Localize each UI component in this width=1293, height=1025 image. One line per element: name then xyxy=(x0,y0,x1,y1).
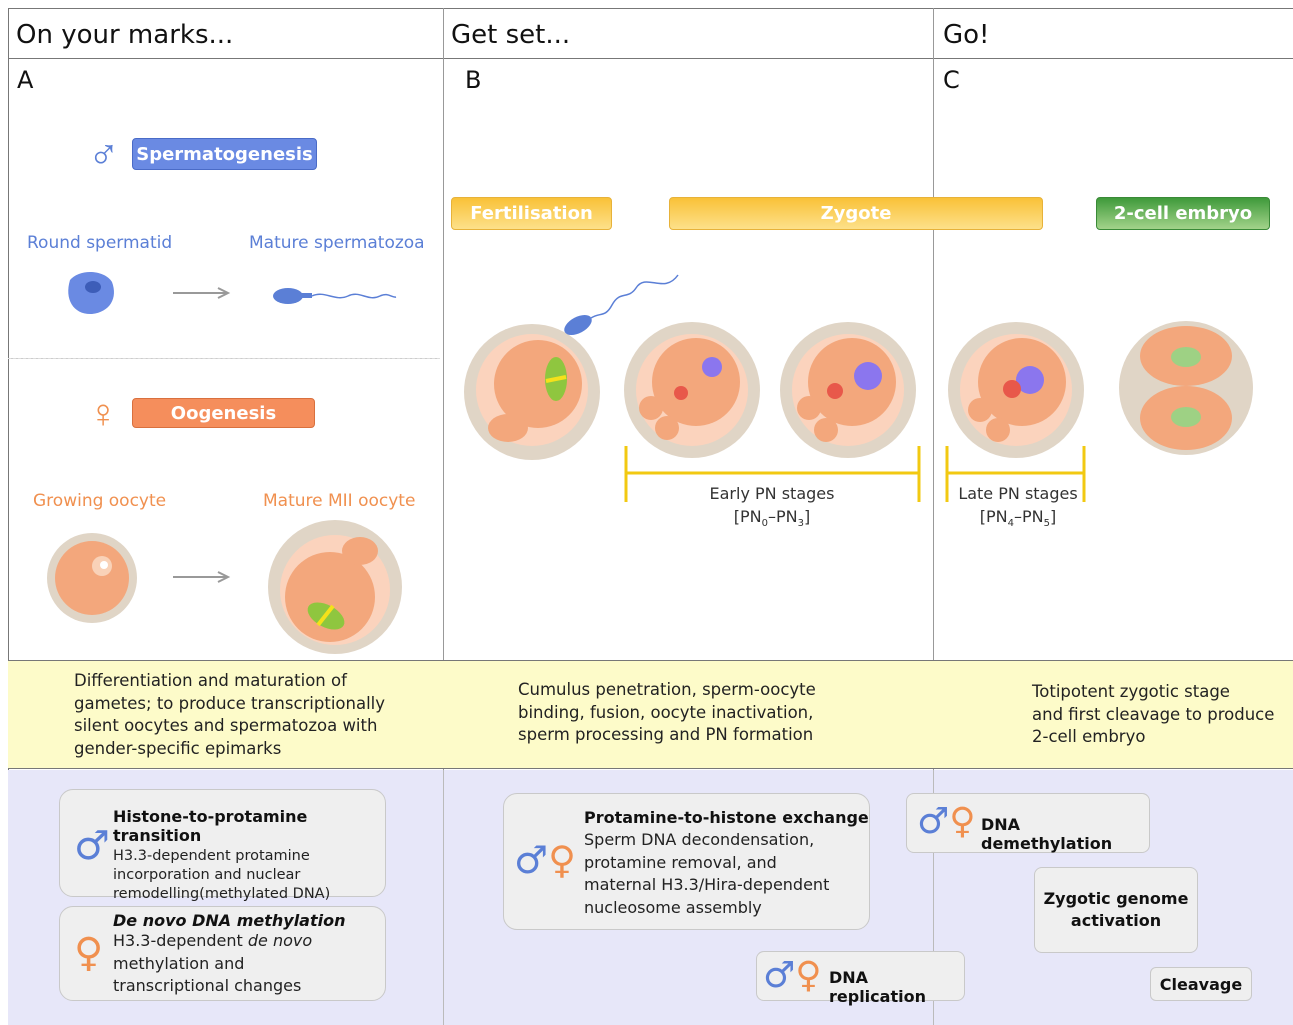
male-female-symbol-icon: ♂♀ xyxy=(514,838,576,882)
arrow-oocyte-icon xyxy=(173,571,231,583)
female-symbol-icon: ♀ xyxy=(88,392,118,436)
column-divider-2 xyxy=(933,8,934,1025)
oogenesis-label: Oogenesis xyxy=(132,398,315,428)
zygotic-genome-activation-box: Zygotic genome activation xyxy=(1034,867,1198,953)
cleavage-box: Cleavage xyxy=(1150,967,1252,1001)
male-female-symbol-icon: ♂♀ xyxy=(763,955,822,996)
protamine-to-histone-box: ♂♀ Protamine-to-histone exchange Sperm D… xyxy=(503,793,870,930)
spermatogenesis-label: Spermatogenesis xyxy=(132,138,317,170)
mature-spermatozoa-icon xyxy=(273,288,397,304)
panel-a-divider xyxy=(8,358,440,359)
late-pn-range: [PN4–PN5] xyxy=(979,507,1057,530)
band-text-a: Differentiation and maturation of gamete… xyxy=(74,671,386,758)
column-divider-1 xyxy=(443,8,444,1025)
mature-mii-oocyte-label: Mature MII oocyte xyxy=(263,491,416,511)
de-novo-methylation-box: ♀ De novo DNA methylation H3.3-dependent… xyxy=(59,906,386,1001)
histone-to-protamine-box: ♂ Histone-to-protamine transition H3.3-d… xyxy=(59,789,386,902)
sperm-fertilising-icon xyxy=(564,274,679,335)
de-novo-title: De novo DNA methylation xyxy=(113,911,346,930)
male-symbol-icon: ♂ xyxy=(88,129,120,176)
male-symbol-icon: ♂ xyxy=(74,823,110,869)
dna-demethylation-box: ♂♀ DNA demethylation xyxy=(906,793,1150,853)
description-band xyxy=(8,660,1293,769)
early-pn-zygote-2-icon xyxy=(780,322,916,458)
two-cell-embryo-stage-bar: 2-cell embryo xyxy=(1096,197,1270,230)
early-pn-range: [PN0–PN3] xyxy=(733,507,811,530)
early-pn-label: Early PN stages [PN0–PN3] xyxy=(672,482,872,535)
growing-oocyte-icon xyxy=(47,533,137,623)
round-spermatid-label: Round spermatid xyxy=(27,233,173,253)
histone-title: Histone-to-protamine transition xyxy=(113,807,308,845)
band-text-c: Totipotent zygotic stage and first cleav… xyxy=(1032,682,1275,746)
figure-frame xyxy=(8,8,1293,1025)
mature-mii-oocyte-icon xyxy=(268,520,402,654)
early-pn-zygote-1-icon xyxy=(624,322,760,458)
zygote-stage-bar: Zygote xyxy=(669,197,1043,230)
growing-oocyte-label: Growing oocyte xyxy=(33,491,167,511)
late-pn-zygote-icon xyxy=(948,322,1084,458)
arrow-spermatid-icon xyxy=(173,287,231,299)
panel-letter-a: A xyxy=(17,66,34,94)
male-female-symbol-icon: ♂♀ xyxy=(917,801,976,842)
female-symbol-icon: ♀ xyxy=(74,930,104,976)
late-pn-label: Late PN stages [PN4–PN5] xyxy=(948,482,1088,535)
dna-replication-label: DNA replication xyxy=(829,968,926,1006)
header-on-your-marks: On your marks... xyxy=(16,20,234,50)
exchange-title: Protamine-to-histone exchange xyxy=(584,808,869,827)
round-spermatid-cell-icon xyxy=(68,271,114,315)
cleavage-label: Cleavage xyxy=(1159,974,1243,994)
panel-letter-b: B xyxy=(465,66,482,94)
panel-letter-c: C xyxy=(943,66,960,94)
two-cell-embryo-icon xyxy=(1119,321,1253,455)
header-get-set: Get set... xyxy=(451,20,571,50)
late-pn-bracket-icon xyxy=(945,446,1086,502)
dna-demethylation-label: DNA demethylation xyxy=(981,815,1113,853)
fertilisation-oocyte-icon xyxy=(464,324,600,460)
bottom-divider-2 xyxy=(933,770,934,1025)
early-pn-bracket-icon xyxy=(624,446,921,502)
header-divider xyxy=(8,58,1293,59)
bottom-divider-1 xyxy=(443,770,444,1025)
header-go: Go! xyxy=(943,20,990,50)
mature-spermatozoa-label: Mature spermatozoa xyxy=(249,233,425,253)
band-text-b: Cumulus penetration, sperm-oocyte bindin… xyxy=(518,680,816,744)
fertilisation-stage-bar: Fertilisation xyxy=(451,197,612,230)
dna-replication-box: ♂♀ DNA replication xyxy=(756,951,965,1006)
